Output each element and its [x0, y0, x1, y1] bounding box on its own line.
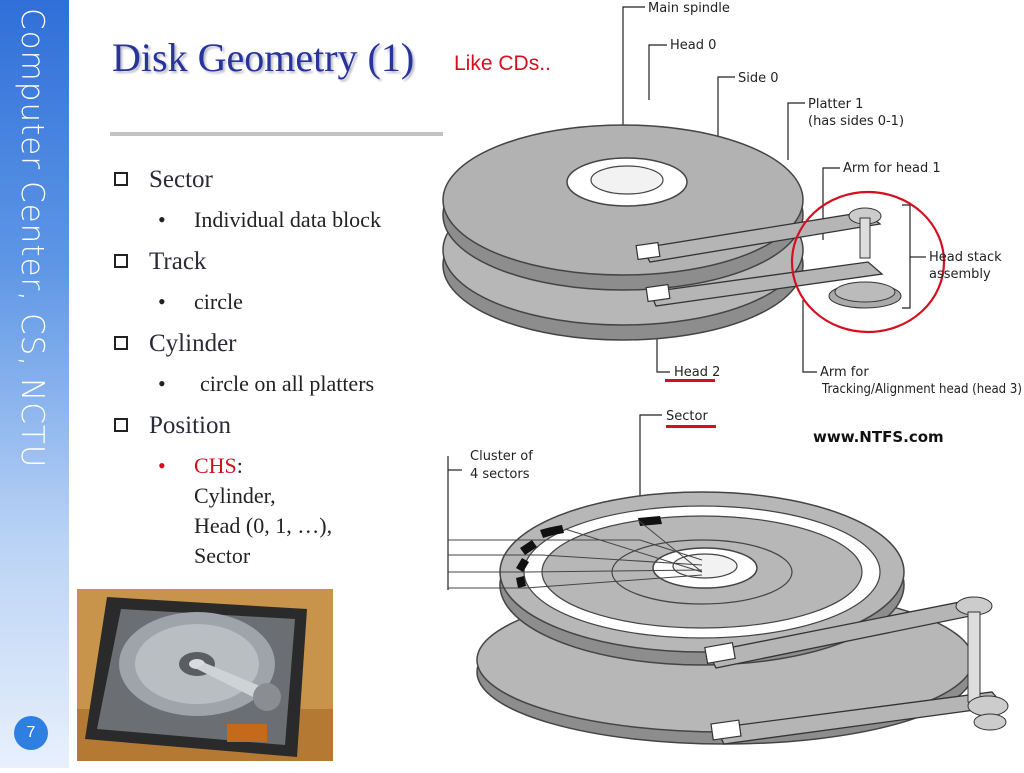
lower-head-arms [704, 596, 1009, 745]
label-tracking-head: Tracking/Alignment head (head 3) [821, 382, 1022, 397]
label-main-spindle: Main spindle [648, 1, 730, 16]
bullet-label: Cylinder [149, 330, 237, 357]
disk-diagram: Main spindle Head 0 Side 0 Platter 1 (ha… [440, 0, 1024, 768]
sub-bullet: • circle [114, 287, 444, 317]
label-cluster: Cluster of [470, 449, 533, 464]
bullet-sector: Sector [114, 165, 444, 195]
drive-arm [197, 663, 267, 699]
bullet-label: Sector [149, 166, 213, 193]
sub-bullet-chs: • CHS: [114, 451, 444, 481]
dot-bullet-icon: • [158, 371, 166, 396]
slide-title: Disk Geometry (1) [112, 35, 415, 80]
head2-underline [665, 379, 715, 382]
sub-bullet: • circle on all platters [114, 369, 444, 399]
title-divider [110, 132, 443, 136]
label-sector: Sector [666, 409, 708, 424]
website-label: www.NTFS.com [813, 428, 944, 446]
sub-bullet-text: circle [194, 289, 243, 314]
bullet-label: Position [149, 412, 231, 439]
chs-line: Cylinder, [194, 483, 276, 508]
sidebar: Computer Center, CS, NCTU 7 [0, 0, 69, 768]
label-head2: Head 2 [674, 365, 720, 380]
label-platter1: Platter 1 [808, 97, 863, 112]
hard-drive-photo [77, 589, 333, 761]
upper-head-arms [635, 207, 902, 309]
checkbox-bullet-icon [114, 172, 128, 186]
dot-bullet-icon: • [158, 453, 166, 478]
sidebar-title: Computer Center, CS, NCTU [14, 8, 50, 469]
slide-subtitle: Like CDs.. [454, 52, 551, 75]
checkbox-bullet-icon [114, 418, 128, 432]
bullet-track: Track [114, 247, 444, 277]
label-arm-for: Arm for [820, 365, 869, 380]
sector-underline [666, 425, 716, 428]
sub-bullet-text: Individual data block [194, 207, 381, 232]
bullet-list: Sector • Individual data block Track • cir… [114, 165, 444, 571]
chs-label: CHS [194, 453, 237, 478]
chs-line: Head (0, 1, …), [194, 513, 333, 538]
checkbox-bullet-icon [114, 336, 128, 350]
label-side0: Side 0 [738, 71, 779, 86]
label-cluster-2: 4 sectors [470, 467, 530, 482]
sub-bullet-text: circle on all platters [200, 371, 375, 396]
head-stack-highlight [790, 190, 946, 334]
sector-marks [516, 516, 662, 588]
bullet-label: Track [149, 248, 207, 275]
bullet-position: Position [114, 411, 444, 441]
label-head-stack-2: assembly [929, 267, 991, 282]
label-head-stack: Head stack [929, 250, 1002, 265]
dot-bullet-icon: • [158, 289, 166, 314]
sub-bullet: • Individual data block [114, 205, 444, 235]
bullet-cylinder: Cylinder [114, 329, 444, 359]
chs-line: Sector [194, 543, 251, 568]
page-number-badge: 7 [14, 716, 48, 750]
drive-connector [227, 724, 267, 742]
checkbox-bullet-icon [114, 254, 128, 268]
label-platter1-sides: (has sides 0-1) [808, 114, 904, 129]
dot-bullet-icon: • [158, 207, 166, 232]
chs-colon: : [236, 453, 243, 478]
label-arm-head1: Arm for head 1 [843, 161, 941, 176]
label-head0: Head 0 [670, 38, 716, 53]
